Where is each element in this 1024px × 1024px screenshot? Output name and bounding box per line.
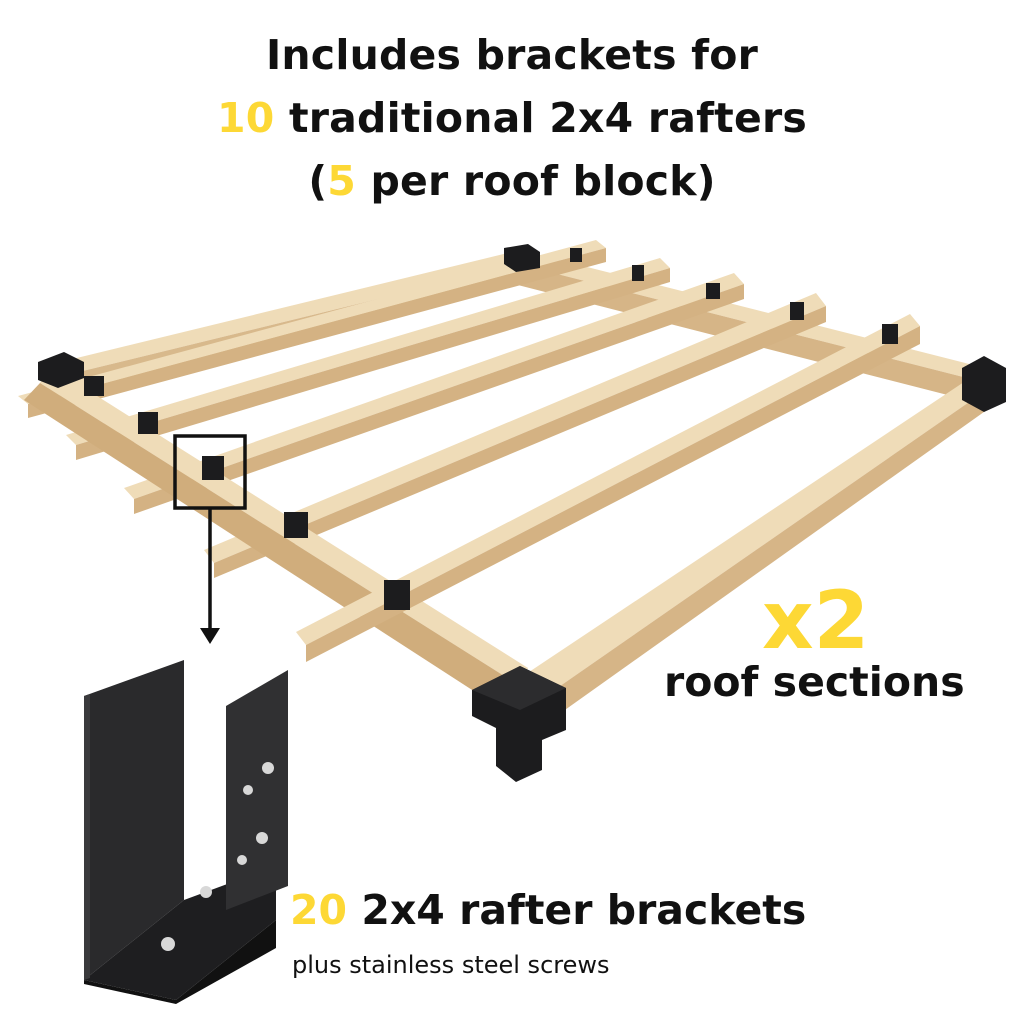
corner-bracket-left — [38, 352, 84, 388]
left-side-beam — [24, 365, 528, 708]
corner-bracket-right — [962, 356, 1006, 412]
multiplier: x2 — [762, 574, 870, 667]
multiplier-label: roof sections — [664, 658, 965, 706]
corner-bracket-back — [504, 244, 540, 272]
rafter-total-number: 10 — [217, 94, 275, 142]
rafter-bracket-mark — [384, 580, 410, 610]
headline-line-1: Includes brackets for — [265, 31, 759, 79]
bracket-count-number: 20 — [290, 886, 348, 934]
rafter-bracket-mark — [790, 302, 804, 320]
rafter-1 — [18, 240, 606, 418]
arrow-down-icon — [200, 508, 220, 644]
paren-open: ( — [308, 157, 328, 205]
per-block-text: per roof block) — [356, 157, 716, 205]
bracket-subtext: plus stainless steel screws — [292, 951, 610, 979]
headline: Includes brackets for 10 traditional 2x4… — [0, 24, 1024, 213]
rafter-2 — [66, 258, 670, 460]
rafter-4 — [204, 293, 826, 578]
per-block-number: 5 — [327, 157, 356, 205]
rafter-total-text: traditional 2x4 rafters — [274, 94, 807, 142]
front-header-beam — [520, 368, 998, 722]
corner-bracket-front — [472, 666, 566, 782]
rafter-bracket-mark — [284, 512, 308, 538]
rafter-bracket-marks — [84, 248, 898, 610]
rafter-bracket-mark — [570, 248, 582, 262]
headline-line-2: 10 traditional 2x4 rafters — [0, 87, 1024, 150]
bracket-count-line: 20 2x4 rafter brackets — [290, 880, 990, 940]
rafter-5 — [296, 314, 920, 662]
rafter-bracket-mark — [706, 283, 720, 299]
rafter-bracket-mark — [84, 376, 104, 396]
rafter-bracket-illustration — [84, 660, 288, 1004]
rafter-bracket-mark — [138, 412, 158, 434]
rafter-3 — [124, 273, 744, 514]
rafter-bracket-mark — [632, 265, 644, 281]
rafter-bracket-mark — [882, 324, 898, 344]
headline-line-3: (5 per roof block) — [0, 150, 1024, 213]
bracket-count-text: 2x4 rafter brackets — [347, 886, 807, 934]
rafter-bracket-mark — [202, 456, 224, 480]
